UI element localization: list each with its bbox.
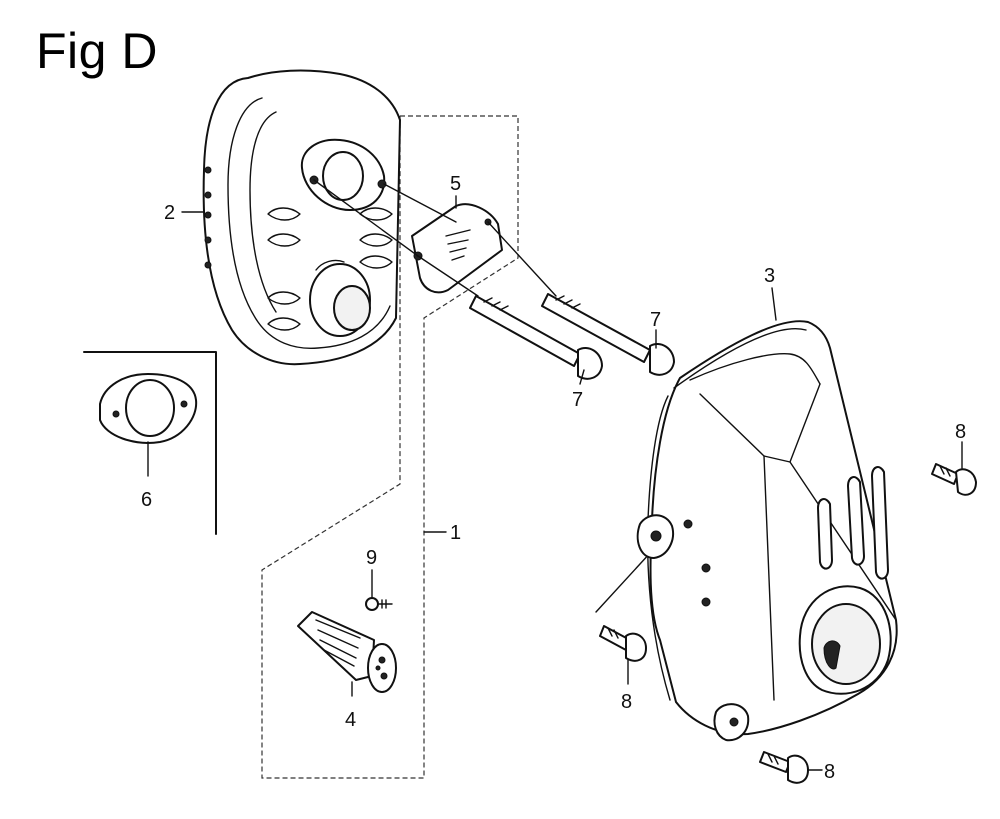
callouts: 2 5 3 7 7 6 1 9 4 8 8 8 [141,173,966,783]
plate-label-text-marks [445,229,471,261]
muffler-body [202,69,401,366]
callout-3: 3 [764,265,775,287]
callout-7-lower: 7 [572,389,583,411]
callout-8-bottom: 8 [824,761,835,783]
screw-9 [365,597,393,611]
bolt-upper [541,293,675,376]
callout-2: 2 [164,202,175,224]
bolt-8-left [599,625,647,662]
leader-lines [147,195,963,771]
callout-9: 9 [366,547,377,569]
callout-8-left: 8 [621,691,632,713]
callout-6: 6 [141,489,152,511]
callout-4: 4 [345,709,356,731]
label-plate [411,203,503,294]
bolt-8-right [931,463,977,496]
muffler-protector [636,320,898,742]
callout-1: 1 [450,522,461,544]
spark-arrester [297,611,397,693]
callout-5: 5 [450,173,461,195]
callout-8-right: 8 [955,421,966,443]
figure-title: Fig D [36,23,158,79]
callout-7-upper: 7 [650,309,661,331]
gasket [99,373,198,444]
bolt-lower [469,295,603,380]
bolt-8-bottom [759,751,809,784]
gasket-frame [83,351,217,535]
